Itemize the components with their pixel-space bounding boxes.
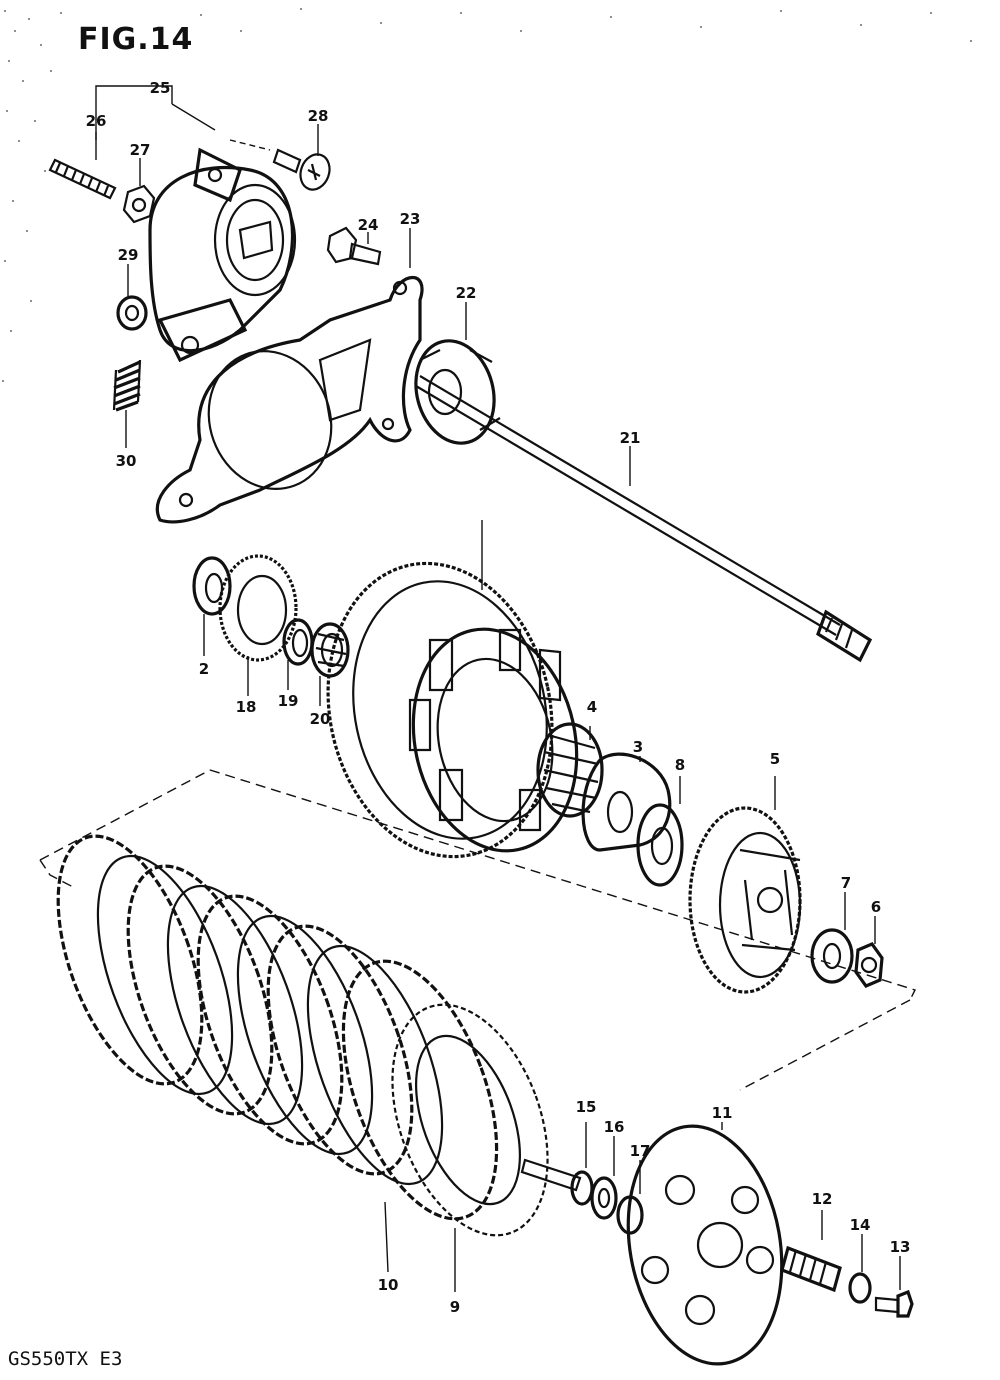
bolt-13 [874, 1256, 914, 1318]
washer-14 [848, 1234, 872, 1304]
scan-noise [2, 8, 972, 382]
washer-8 [636, 776, 684, 887]
gasket-23 [155, 275, 424, 524]
gear-18 [218, 554, 298, 662]
callout-24: 24 [358, 216, 379, 234]
callout-15: 15 [576, 1098, 597, 1116]
callout-6: 6 [871, 898, 881, 916]
callout-14: 14 [850, 1216, 871, 1234]
callout-9: 9 [450, 1298, 460, 1316]
bearing-20 [310, 622, 350, 678]
callout-labels: 25 26 27 28 24 23 29 22 30 21 2 18 19 20… [86, 79, 911, 1316]
needle-bearing-4 [536, 722, 604, 818]
callout-27: 27 [130, 141, 151, 159]
callout-5: 5 [770, 750, 780, 768]
callout-4: 4 [587, 698, 597, 716]
callout-8: 8 [675, 756, 685, 774]
spring-30 [112, 359, 142, 412]
callout-26: 26 [86, 112, 107, 130]
upper-leaders [95, 124, 631, 706]
callout-25-bracket [95, 85, 271, 151]
callout-7: 7 [841, 874, 851, 892]
callout-25: 25 [150, 79, 171, 97]
bearing-16 [590, 1136, 618, 1220]
pressure-plate-11 [626, 1122, 784, 1366]
callout-22: 22 [456, 284, 477, 302]
callout-18: 18 [236, 698, 257, 716]
callout-11: 11 [712, 1104, 733, 1122]
callout-28: 28 [308, 107, 329, 125]
callout-21: 21 [620, 429, 641, 447]
callout-20: 20 [310, 710, 331, 728]
callout-12: 12 [812, 1190, 833, 1208]
clutch-housing [326, 520, 579, 859]
callout-29: 29 [118, 246, 139, 264]
release-housing [148, 147, 297, 363]
sleeve-3 [581, 752, 672, 852]
figure-title: FIG.14 [78, 22, 194, 57]
spacer-19 [282, 618, 314, 666]
callout-30: 30 [116, 452, 137, 470]
stud-bolt-26 [48, 158, 117, 200]
callout-23: 23 [400, 210, 421, 228]
model-code: GS550TX E3 [8, 1348, 123, 1370]
callout-3: 3 [633, 738, 643, 756]
callout-17: 17 [630, 1142, 651, 1160]
nut-29 [116, 295, 148, 331]
clutch-hub-5 [688, 776, 802, 994]
washer-2 [192, 556, 232, 616]
release-cam-22 [414, 339, 501, 445]
rod-15 [520, 1122, 594, 1206]
screw-28 [272, 148, 331, 191]
spring-12 [780, 1210, 842, 1293]
clutch-plate-stack [56, 834, 549, 1292]
callout-13: 13 [890, 1238, 911, 1256]
callout-10: 10 [378, 1276, 399, 1294]
callout-2: 2 [199, 660, 209, 678]
lock-washer-7 [810, 892, 854, 984]
callout-19: 19 [278, 692, 299, 710]
bolt-24 [326, 226, 382, 266]
push-rod-21 [415, 375, 873, 663]
callout-16: 16 [604, 1118, 625, 1136]
group-boundary [39, 769, 916, 1091]
nut-27 [122, 184, 156, 224]
